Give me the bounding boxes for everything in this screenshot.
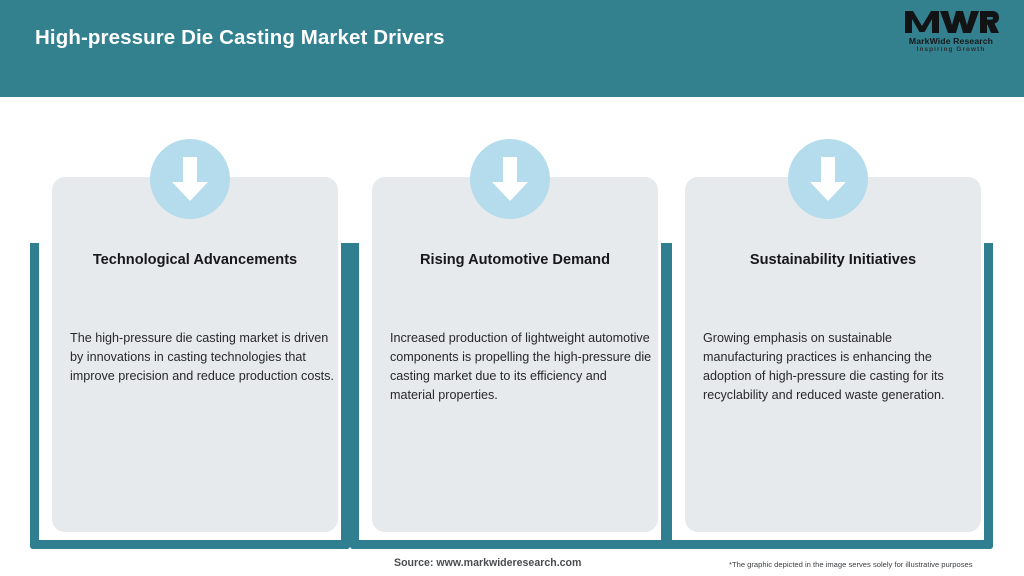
arrow-down-icon [788, 139, 868, 219]
card-panel [52, 177, 338, 532]
arrow-down-icon [470, 139, 550, 219]
driver-card[interactable]: Technological Advancements The high-pres… [30, 139, 350, 549]
card-accent-frame [30, 243, 350, 549]
arrow-down-icon [150, 139, 230, 219]
card-title: Technological Advancements [92, 252, 298, 268]
card-description: Growing emphasis on sustainable manufact… [703, 331, 945, 403]
brand-logo: MarkWide Research Inspiring Growth [897, 9, 1005, 61]
card-title: Sustainability Initiatives [749, 252, 917, 268]
logo-tagline: Inspiring Growth [916, 46, 986, 53]
page-title: High-pressure Die Casting Market Drivers [35, 26, 445, 49]
logo-company-name: MarkWide Research [908, 36, 994, 46]
card-panel [685, 177, 981, 532]
driver-card[interactable]: Rising Automotive Demand Increased produ… [350, 139, 670, 549]
card-description: Increased production of lightweight auto… [390, 331, 652, 403]
card-accent-frame [663, 243, 993, 549]
mwr-logo-icon [905, 11, 999, 33]
driver-card[interactable]: Sustainability Initiatives Growing empha… [663, 139, 993, 549]
card-description: The high-pressure die casting market is … [70, 331, 334, 384]
disclaimer-label: *The graphic depicted in the image serve… [729, 560, 973, 569]
source-label: Source: www.markwideresearch.com [394, 557, 582, 569]
card-title: Rising Automotive Demand [419, 252, 610, 268]
card-panel [372, 177, 658, 532]
header-bar [0, 0, 1024, 97]
